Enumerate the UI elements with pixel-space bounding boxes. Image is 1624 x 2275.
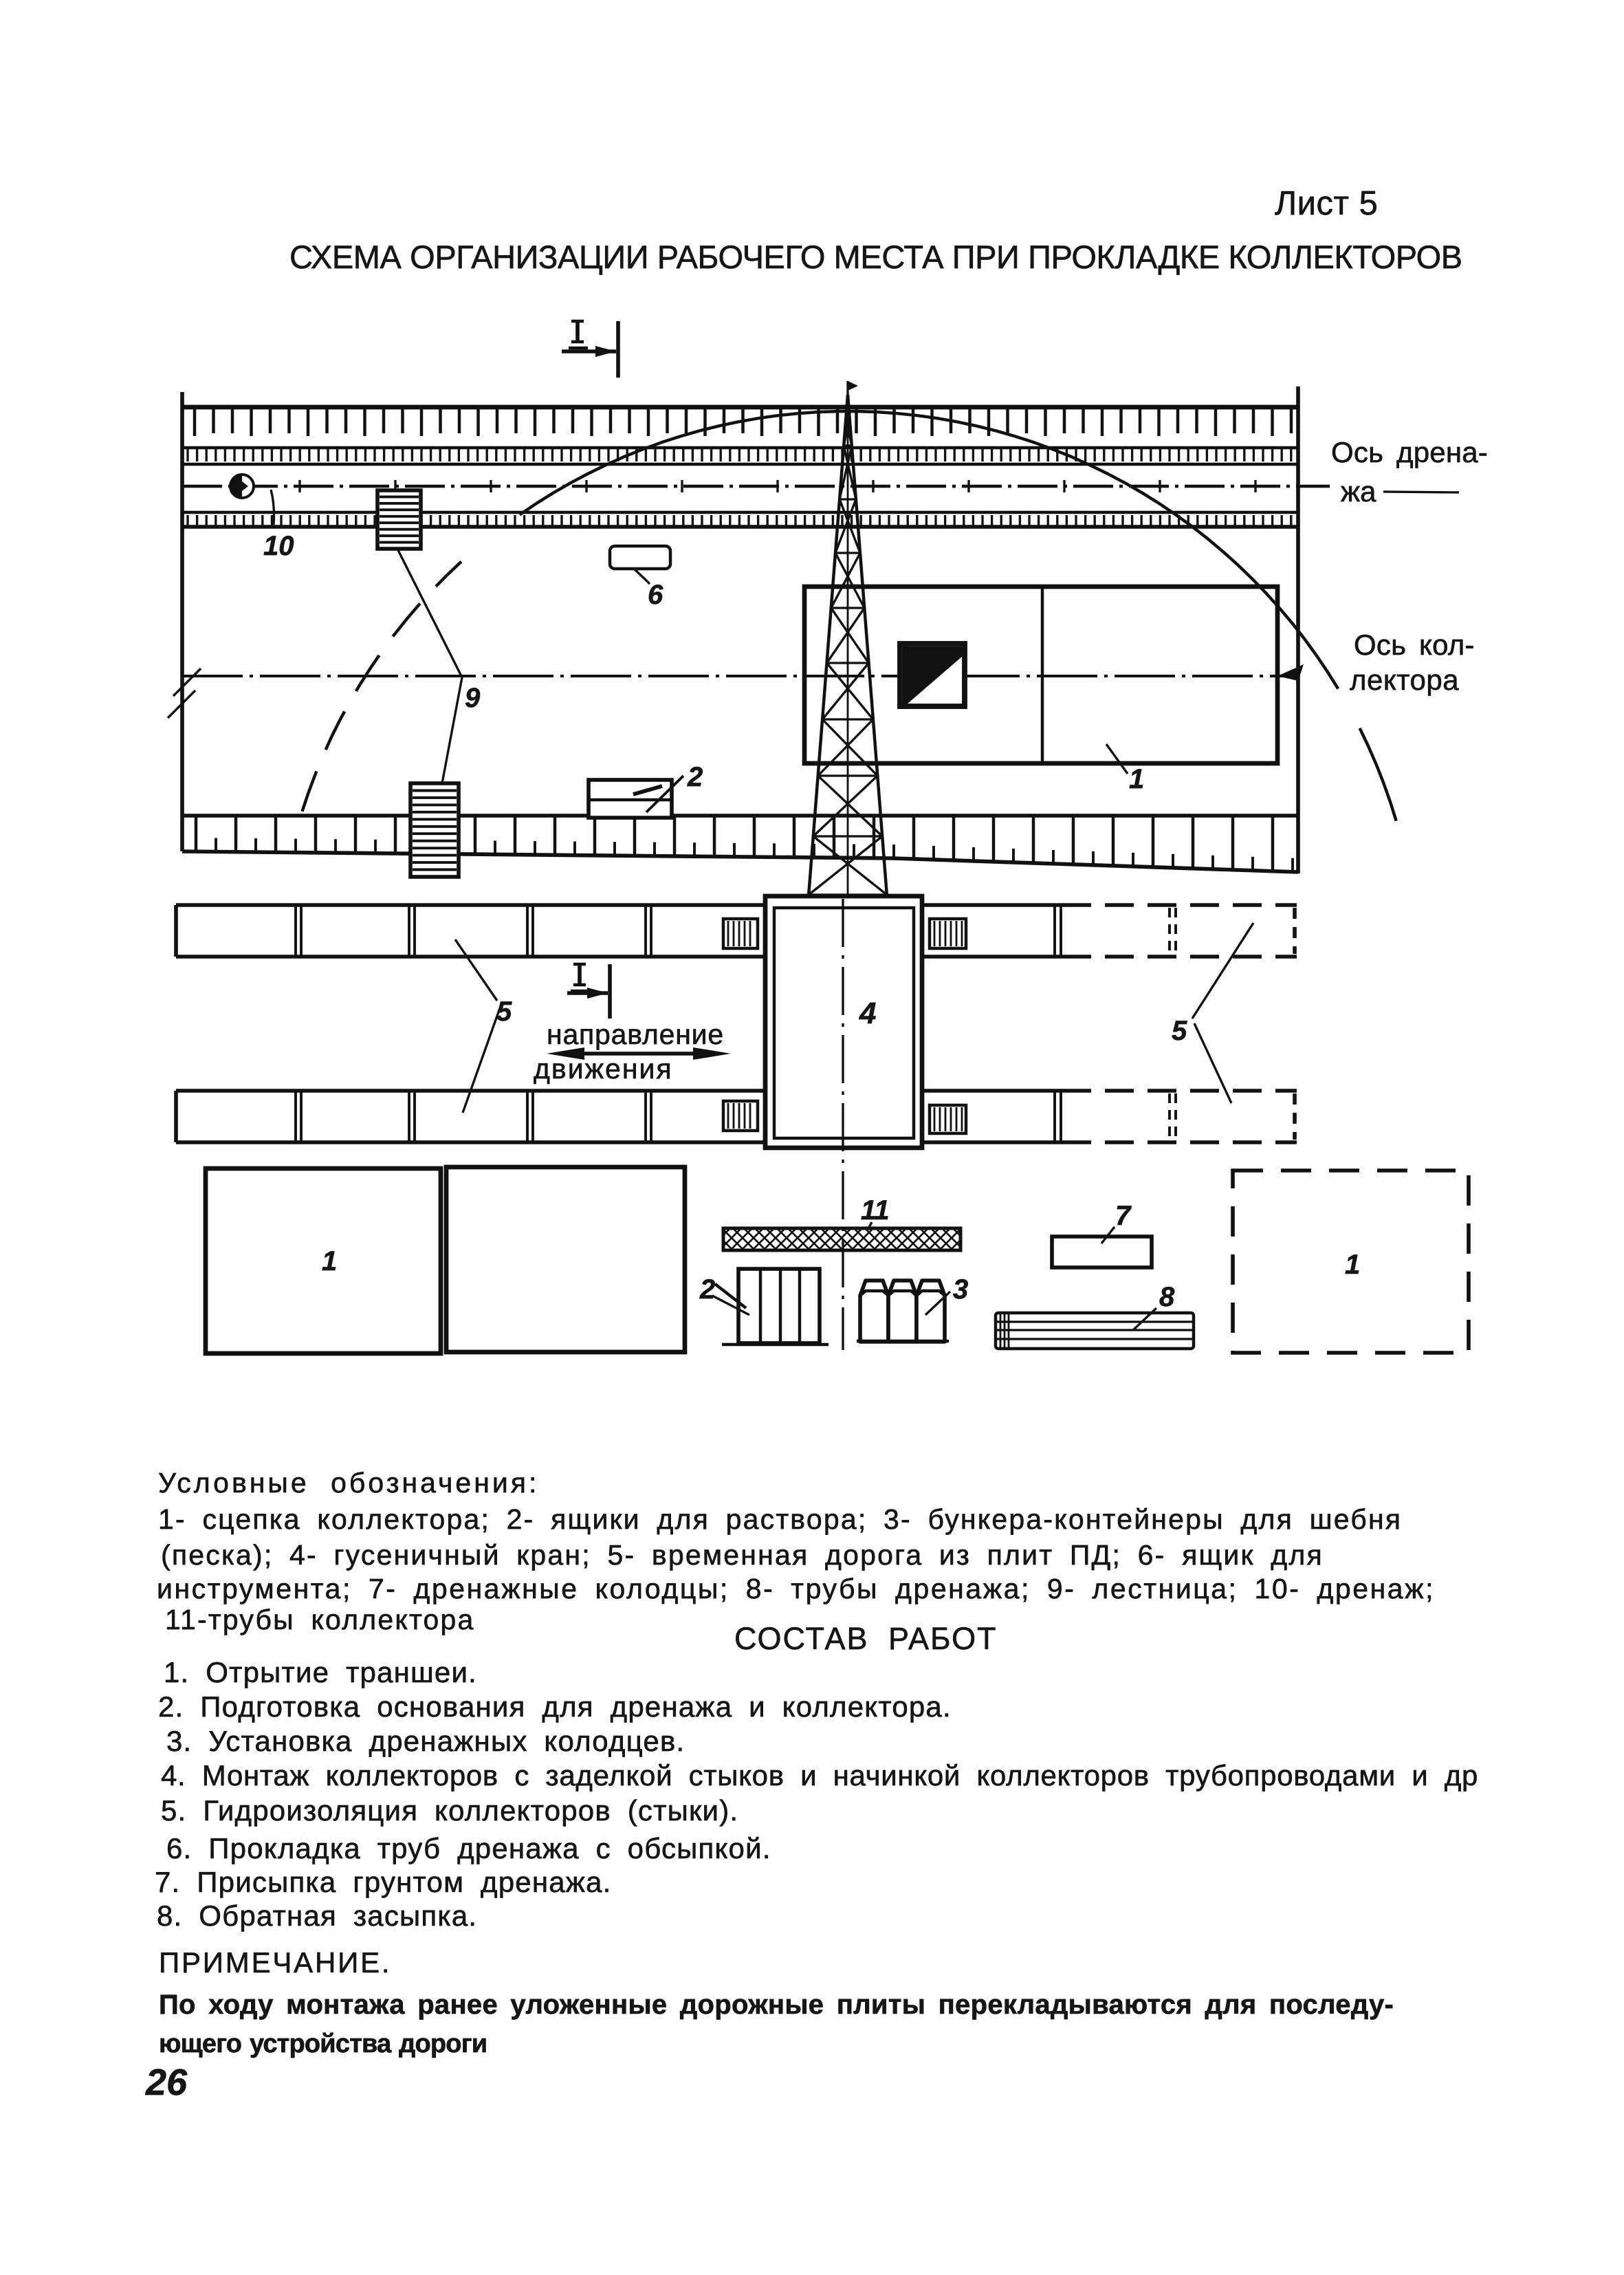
- svg-text:инструмента; 7- дренажные коло: инструмента; 7- дренажные колодцы; 8- тр…: [157, 1573, 1435, 1604]
- svg-text:ПРИМЕЧАНИЕ.: ПРИМЕЧАНИЕ.: [159, 1946, 391, 1979]
- svg-text:7: 7: [1115, 1201, 1132, 1231]
- svg-text:4: 4: [859, 997, 876, 1030]
- svg-text:5: 5: [1172, 1016, 1187, 1046]
- svg-text:3. Установка дренажных колодце: 3. Установка дренажных колодцев.: [166, 1725, 685, 1757]
- svg-text:(песка); 4- гусеничный кран; 5: (песка); 4- гусеничный кран; 5- временна…: [161, 1539, 1324, 1571]
- svg-text:5: 5: [496, 997, 512, 1027]
- svg-text:1: 1: [1129, 764, 1144, 794]
- svg-text:8: 8: [1159, 1282, 1175, 1312]
- svg-text:4. Монтаж коллекторов с заделк: 4. Монтаж коллекторов с заделкой стыков …: [161, 1759, 1478, 1792]
- svg-text:6: 6: [648, 580, 663, 610]
- svg-text:лектора: лектора: [1350, 664, 1459, 696]
- svg-text:направление: направление: [547, 1019, 724, 1050]
- svg-text:СХЕМА ОРГАНИЗАЦИИ РАБОЧЕГО МЕС: СХЕМА ОРГАНИЗАЦИИ РАБОЧЕГО МЕСТА ПРИ ПРО…: [289, 239, 1462, 275]
- svg-text:5. Гидроизоляция коллекторов (: 5. Гидроизоляция коллекторов (стыки).: [161, 1794, 738, 1827]
- svg-text:жа: жа: [1341, 475, 1376, 508]
- svg-text:Ось кол-: Ось кол-: [1354, 629, 1475, 661]
- svg-text:7. Присыпка грунтом дренажа.: 7. Присыпка грунтом дренажа.: [155, 1866, 612, 1898]
- svg-text:26: 26: [145, 2062, 188, 2103]
- svg-text:1. Отрытие траншеи.: 1. Отрытие траншеи.: [164, 1656, 477, 1688]
- svg-text:10: 10: [263, 531, 294, 561]
- svg-text:1: 1: [322, 1246, 337, 1276]
- svg-text:3: 3: [953, 1274, 968, 1305]
- svg-text:9: 9: [465, 683, 481, 713]
- svg-text:11: 11: [861, 1195, 890, 1226]
- svg-text:Условные обозначения:: Условные обозначения:: [158, 1467, 539, 1499]
- svg-text:ющего устройства дороги: ющего устройства дороги: [159, 2029, 487, 2058]
- svg-text:По ходу монтажа ранее уложенны: По ходу монтажа ранее уложенные дорожные…: [159, 1990, 1394, 2020]
- svg-text:6. Прокладка труб дренажа с об: 6. Прокладка труб дренажа с обсыпкой.: [166, 1832, 771, 1864]
- svg-text:1: 1: [1345, 1250, 1360, 1280]
- svg-text:2. Подготовка основания для др: 2. Подготовка основания для дренажа и ко…: [158, 1690, 952, 1723]
- svg-text:2: 2: [699, 1274, 715, 1305]
- svg-text:Ось дрена-: Ось дрена-: [1331, 436, 1488, 468]
- svg-text:Лист 5: Лист 5: [1275, 185, 1378, 222]
- svg-text:8. Обратная засыпка.: 8. Обратная засыпка.: [157, 1900, 477, 1932]
- svg-text:11-трубы коллектора: 11-трубы коллектора: [165, 1604, 475, 1635]
- svg-text:движения: движения: [534, 1053, 673, 1085]
- svg-text:СОСТАВ РАБОТ: СОСТАВ РАБОТ: [734, 1621, 998, 1656]
- svg-text:2: 2: [687, 762, 703, 792]
- svg-text:1- сцепка коллектора; 2- ящик: 1- сцепка коллектора; 2- ящики для раств…: [158, 1503, 1402, 1535]
